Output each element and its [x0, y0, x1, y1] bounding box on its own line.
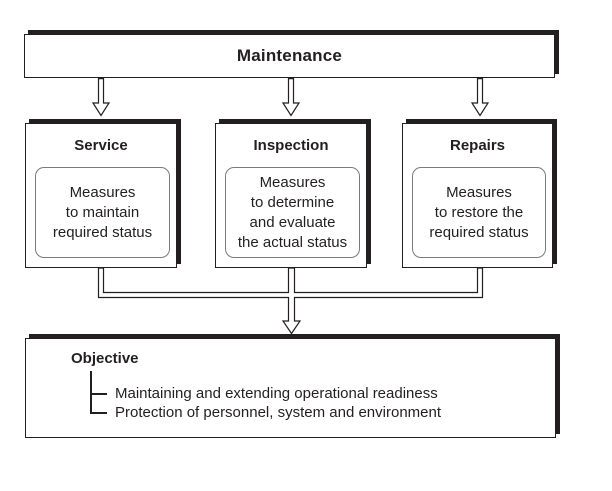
- branch-title-service: Service: [74, 137, 128, 154]
- branch-title-repairs: Repairs: [449, 137, 506, 154]
- branch-description-repairs: Measures to restore the required status: [429, 183, 529, 241]
- branch-box-repairs: Repairs Measures to restore the required…: [402, 123, 553, 268]
- objective-box: Objective Maintaining and extending oper…: [25, 338, 556, 438]
- objective-item: Protection of personnel, system and envi…: [115, 404, 442, 421]
- down-arrow-icon: [91, 78, 111, 117]
- branch-title-inspection: Inspection: [253, 137, 329, 154]
- branch-inner-box-service: Measures to maintain required status: [35, 167, 170, 258]
- objective-bracket-tick-1: [90, 393, 107, 395]
- branch-inner-box-repairs: Measures to restore the required status: [412, 167, 546, 258]
- down-arrow-icon: [470, 78, 490, 117]
- branch-box-inspection: Inspection Measures to determine and eva…: [215, 123, 367, 268]
- maintenance-label: Maintenance: [236, 46, 343, 65]
- branch-description-inspection: Measures to determine and evaluate the a…: [237, 173, 348, 251]
- down-arrow-icon: [281, 78, 301, 117]
- connector-merge-arrow: [97, 267, 484, 335]
- maintenance-box: Maintenance: [24, 34, 555, 78]
- objective-item: Maintaining and extending operational re…: [115, 385, 438, 402]
- branch-description-service: Measures to maintain required status: [52, 183, 153, 241]
- objective-bracket-line: [90, 371, 92, 414]
- branch-inner-box-inspection: Measures to determine and evaluate the a…: [225, 167, 360, 258]
- branch-box-service: Service Measures to maintain required st…: [25, 123, 177, 268]
- objective-bracket-tick-2: [90, 412, 107, 414]
- objective-title: Objective: [71, 350, 139, 367]
